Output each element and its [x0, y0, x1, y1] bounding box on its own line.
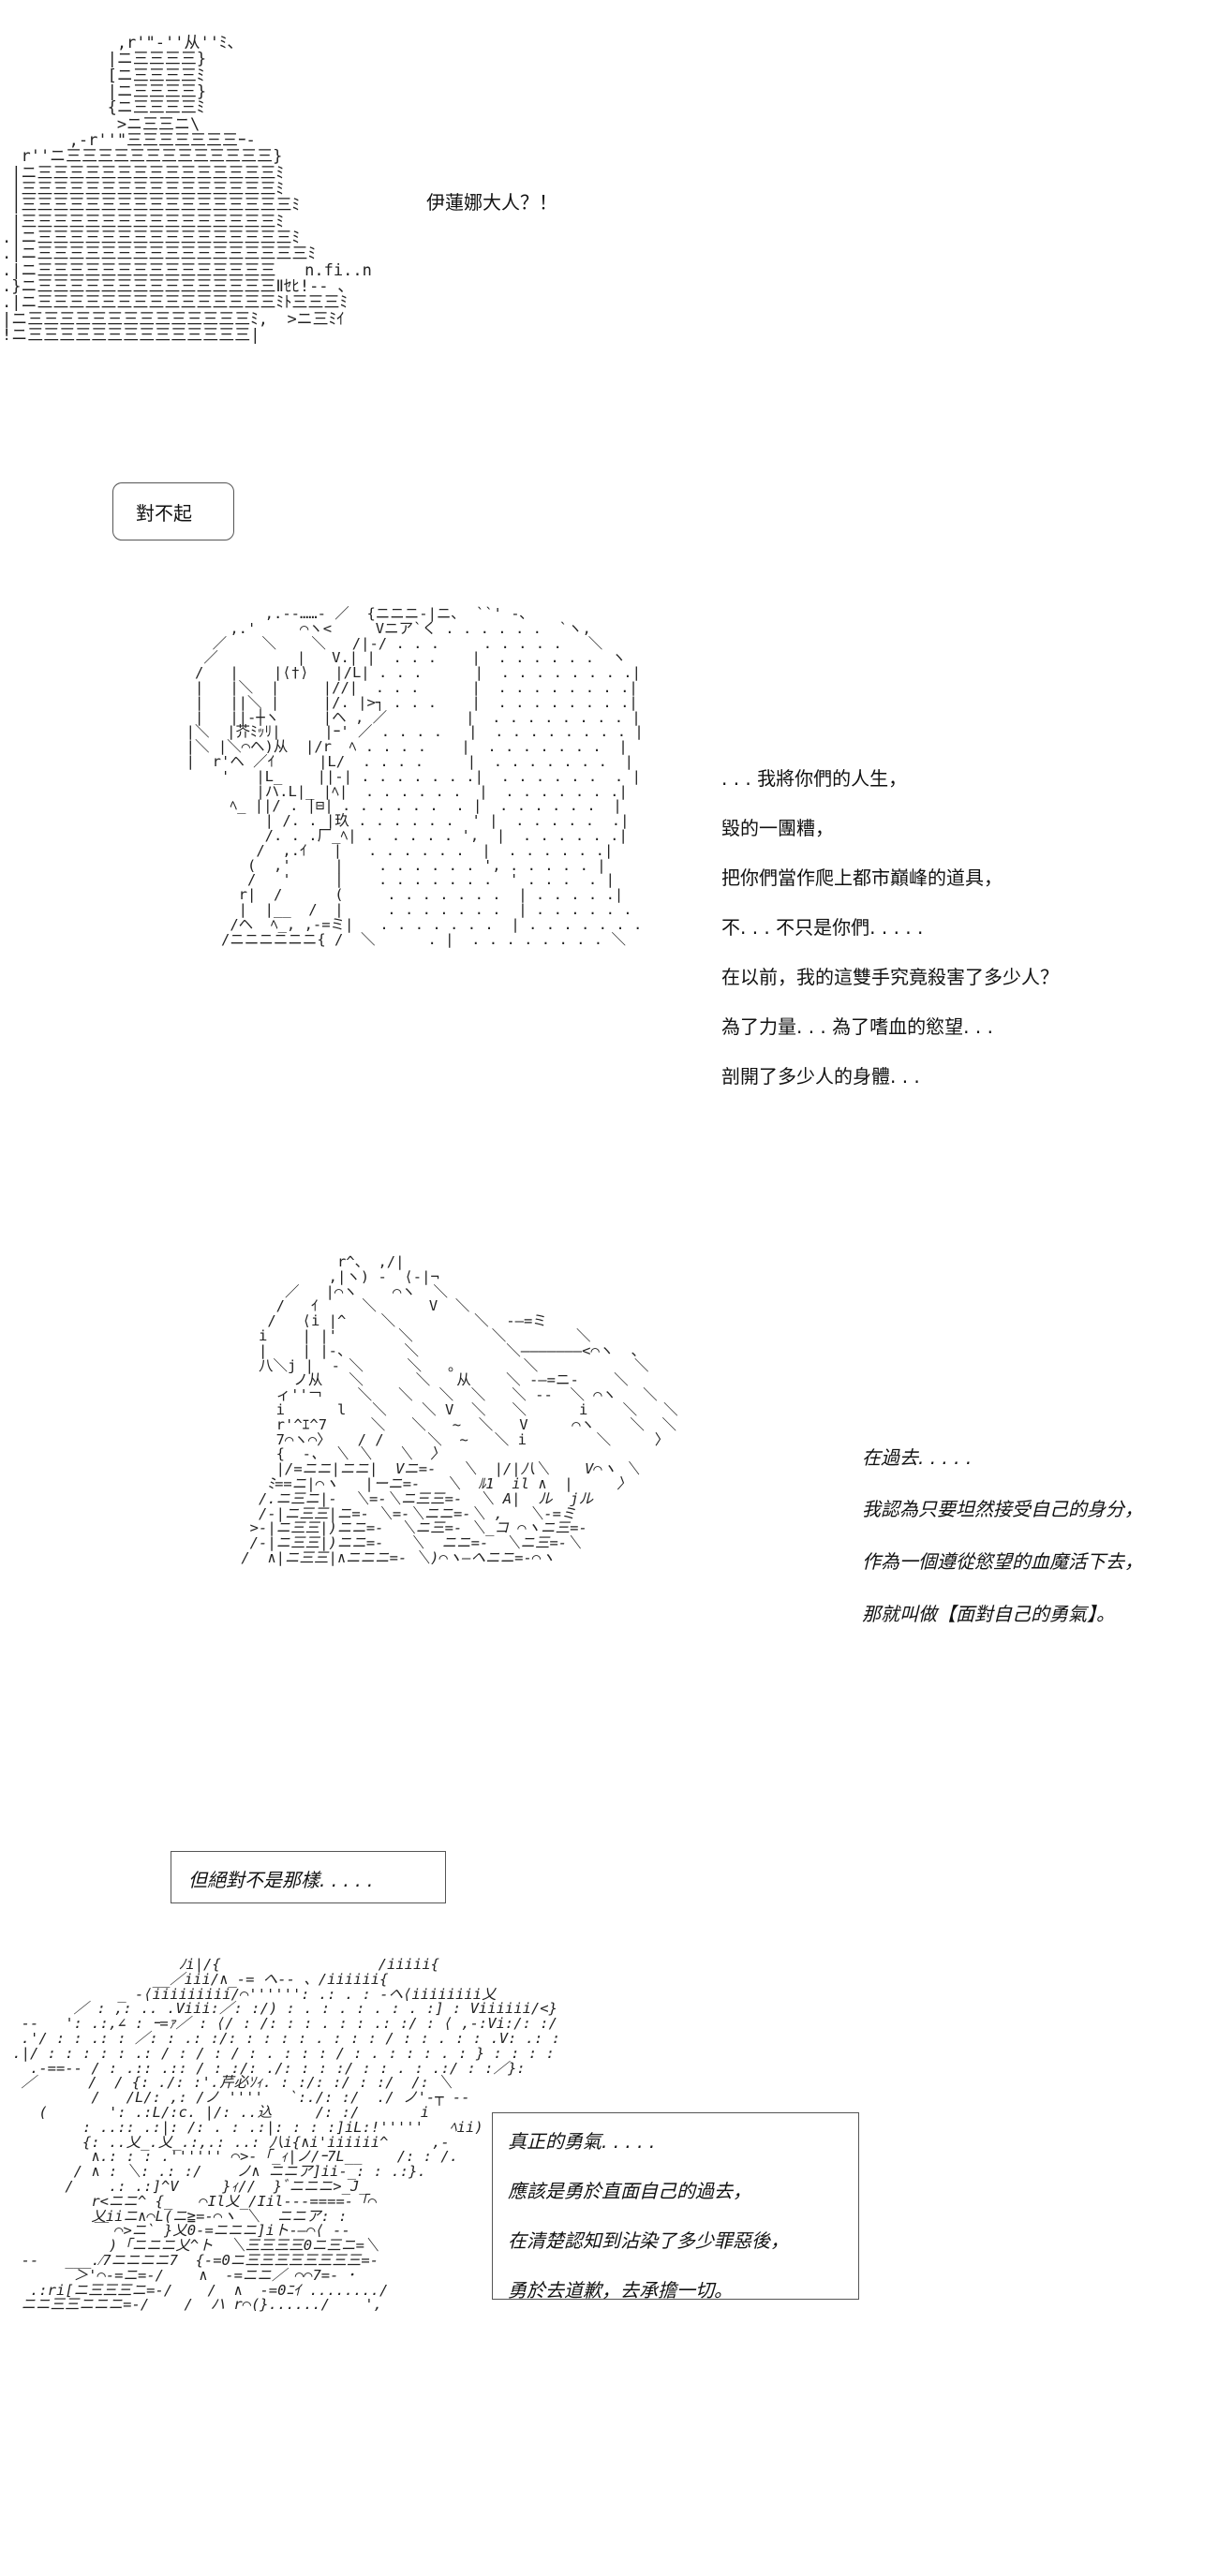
flowing-hair-ascii-art: r^、 ,/| ,|ヽ) - ⟨-|¬ ／ |⌒ヽ ⌒ヽ ＼ / ｲ ＼ V ＼…: [241, 1253, 678, 1566]
monologue-box-lines: 真正的勇氣. . . . . 應該是勇於直面自己的過去， 在清楚認知到沾染了多少…: [508, 2126, 789, 2302]
monologue-line: 在以前，我的這雙手究竟殺害了多少人？: [721, 966, 1059, 988]
monologue-line: . . . 我將你們的人生，: [721, 767, 908, 790]
apology-bubble: 對不起: [112, 482, 234, 540]
monologue-box-line: 在清楚認知到沾染了多少罪惡後，: [508, 2229, 789, 2252]
silhouette-ascii-art: ,r'"-''从''ﾐ、 |ニ三三三三} [ニ三三三三ﾐ |ニ三三三三} {ニ三…: [2, 34, 372, 345]
monologue-line: 毀的一團糟，: [721, 817, 834, 839]
monologue-box: 真正的勇氣. . . . . 應該是勇於直面自己的過去， 在清楚認知到沾染了多少…: [492, 2112, 859, 2302]
caption-text: 但絕對不是那樣. . . . .: [188, 1869, 374, 1891]
monologue-line: 在過去. . . . .: [862, 1446, 973, 1469]
armored-figure-ascii-art: ﾉi|/{ /iiiii{ __／iii/∧_-= ヘ-- 、/iiiiii{ …: [12, 1956, 561, 2314]
monologue-line: 我認為只要坦然接受自己的身分，: [862, 1498, 1143, 1520]
monologue-box-line: 勇於去道歉，去承擔一切。: [508, 2279, 733, 2302]
monologue-line: 不. . . 不只是你們. . . . .: [721, 916, 924, 939]
monologue-line: 剖開了多少人的身體. . .: [721, 1065, 920, 1088]
monologue-box-line: 真正的勇氣. . . . .: [508, 2130, 656, 2153]
caption-box: 但絕對不是那樣. . . . .: [171, 1851, 446, 1903]
monologue-line: 那就叫做【面對自己的勇氣】。: [862, 1603, 1115, 1625]
monologue-line: 為了力量. . . 為了嗜血的慾望. . .: [721, 1015, 993, 1038]
apology-text: 對不起: [136, 502, 192, 525]
two-figures-ascii-art: ,.-‐……‐ ／ {ニニニ-|ニ､ ``' ‐､ ,.' ⌒ヽ< Vニア`く …: [186, 605, 644, 948]
monologue-line: 把你們當作爬上都市巔峰的道具，: [721, 866, 1003, 889]
monologue-box-line: 應該是勇於直面自己的過去，: [508, 2180, 751, 2202]
monologue-line: 作為一個遵從慾望的血魔活下去，: [862, 1550, 1143, 1573]
dialogue-text: 伊蓮娜大人？！: [426, 191, 557, 214]
